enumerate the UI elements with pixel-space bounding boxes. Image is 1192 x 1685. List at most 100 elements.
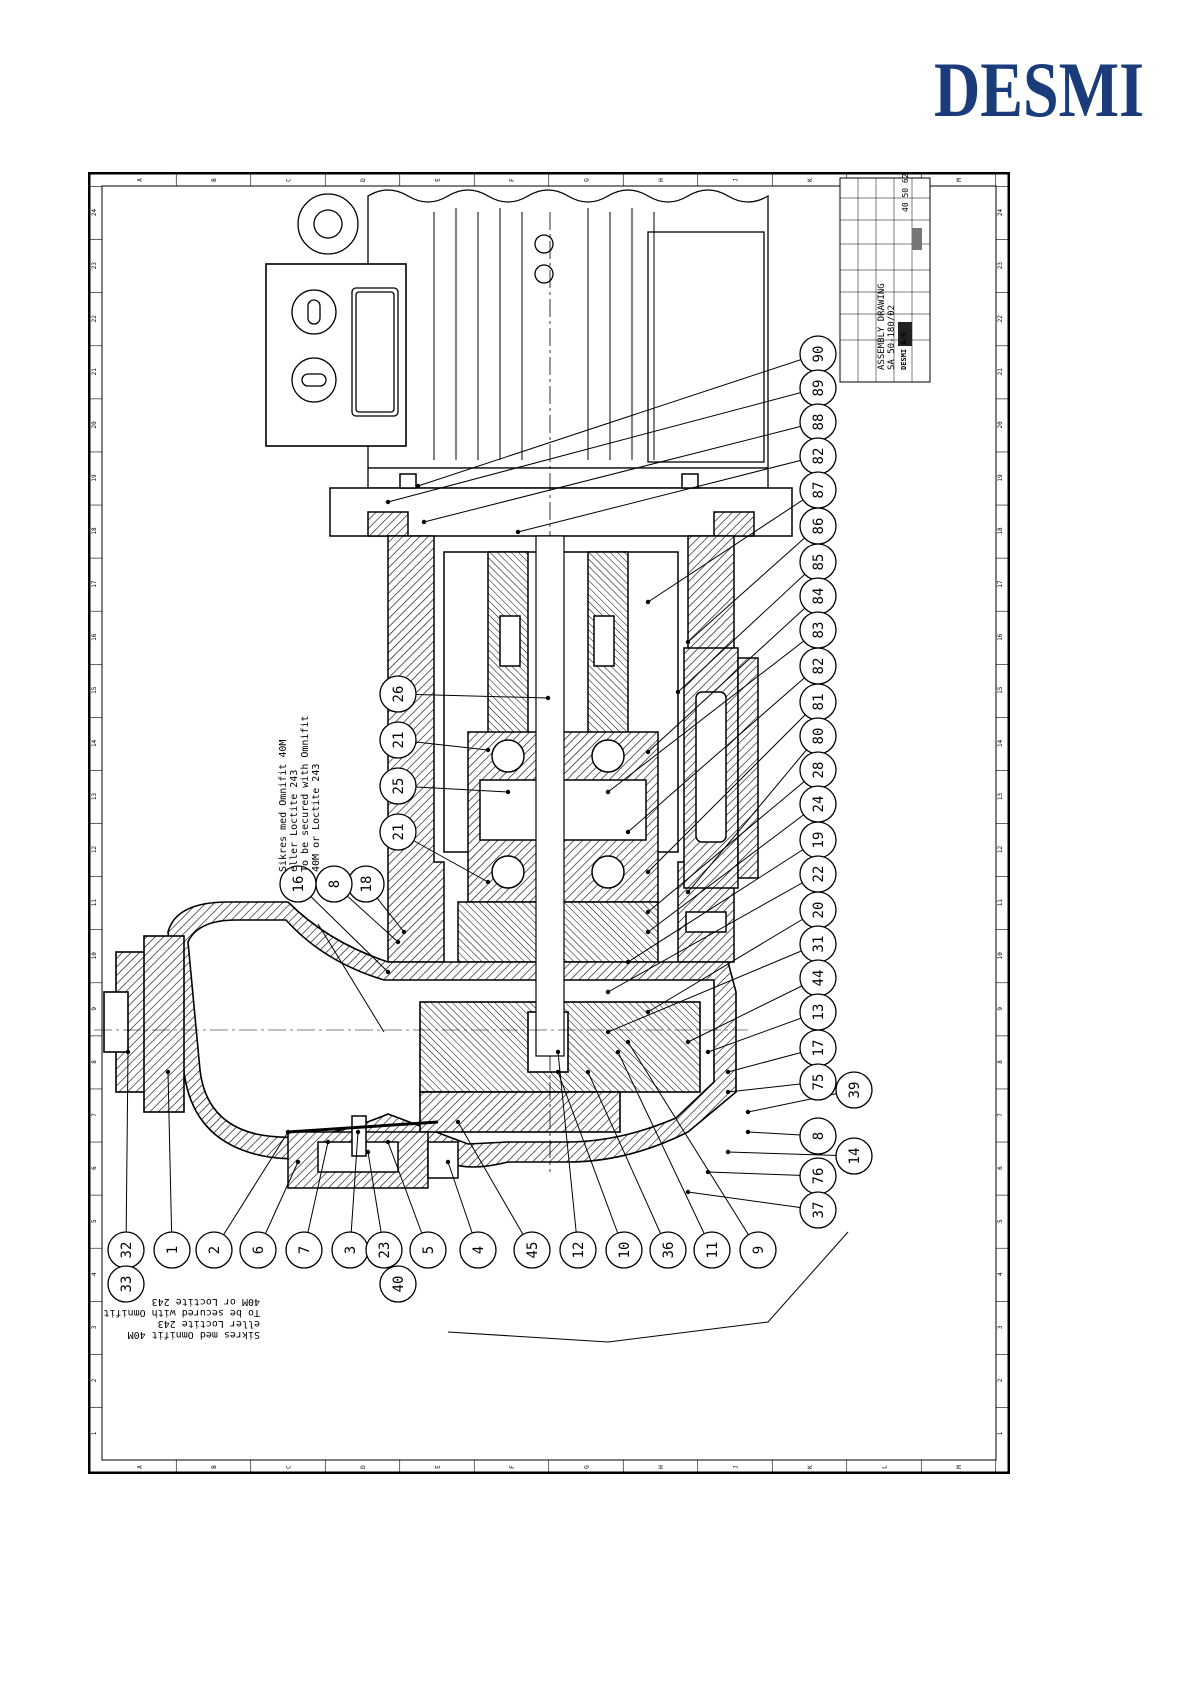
frame-number-right: 12 bbox=[997, 846, 1004, 854]
note-lower-line-2: eller Loctite 243 bbox=[158, 1318, 260, 1329]
frame-number-right: 20 bbox=[997, 421, 1004, 429]
note-upper-line-3: To be secured with Omnifit bbox=[300, 715, 311, 872]
frame-number-right: 14 bbox=[997, 739, 1004, 747]
balloon-label: 6 bbox=[251, 1246, 267, 1254]
balloon-label: 40 bbox=[391, 1276, 407, 1293]
leader-dot bbox=[285, 1129, 291, 1135]
balloon-circle bbox=[739, 1231, 777, 1269]
leader-line bbox=[517, 455, 819, 533]
balloon-circle bbox=[379, 721, 417, 759]
frame-letter-bottom: D bbox=[360, 1465, 367, 1469]
leader-dot bbox=[675, 689, 681, 695]
part-balloon: 7 bbox=[285, 1231, 323, 1269]
balloon-label: 22 bbox=[811, 866, 827, 883]
leader-dot bbox=[401, 929, 407, 935]
leader-line bbox=[457, 1121, 533, 1251]
leader-line bbox=[687, 525, 819, 643]
part-balloon: 88 bbox=[799, 403, 837, 441]
frame-number-left: 2 bbox=[91, 1378, 98, 1382]
frame-number-left: 13 bbox=[91, 792, 98, 800]
leader-line bbox=[557, 1051, 579, 1251]
leader-dot bbox=[745, 1129, 751, 1135]
leader-dot bbox=[615, 1049, 621, 1055]
part-balloon: 17 bbox=[799, 1029, 837, 1067]
frame-letter-bottom: H bbox=[658, 1465, 665, 1469]
frame-number-right: 13 bbox=[997, 792, 1004, 800]
frame-letter-top: E bbox=[434, 178, 441, 182]
shaft bbox=[535, 535, 565, 1057]
note-lower-line-1: Sikres med Omnifit 40M bbox=[128, 1329, 260, 1340]
balloon-label: 12 bbox=[571, 1242, 587, 1259]
note-upper-line-1: Sikres med Omnifit 40M bbox=[278, 740, 289, 872]
balloon-label: 83 bbox=[811, 622, 827, 639]
leader-dot bbox=[705, 1049, 711, 1055]
motor-body bbox=[367, 189, 769, 469]
part-balloon: 13 bbox=[799, 993, 837, 1031]
frame-letter-top: J bbox=[732, 178, 739, 182]
leader-dot bbox=[555, 1069, 561, 1075]
part-balloon: 75 bbox=[799, 1063, 837, 1101]
leader-line bbox=[607, 873, 819, 993]
note-lower-line-3: To be secured with Omnifit bbox=[103, 1307, 260, 1318]
balloon-circle bbox=[379, 675, 417, 713]
leader-line bbox=[417, 353, 819, 487]
frame-number-left: 24 bbox=[91, 209, 98, 217]
part-balloon: 80 bbox=[799, 717, 837, 755]
leader-dot bbox=[555, 1049, 561, 1055]
leader-dot bbox=[685, 889, 691, 895]
balloon-label: 80 bbox=[811, 728, 827, 745]
frame-number-left: 5 bbox=[91, 1219, 98, 1223]
part-balloon: 1 bbox=[153, 1231, 191, 1269]
discharge-branch bbox=[683, 647, 759, 933]
balloon-label: 31 bbox=[811, 936, 827, 953]
frame-letter-top: B bbox=[211, 178, 218, 182]
leader-dot bbox=[365, 1149, 371, 1155]
balloon-label: 16 bbox=[291, 876, 307, 893]
leader-line bbox=[627, 665, 819, 833]
balloon-label: 19 bbox=[811, 832, 827, 849]
part-balloon: 32 bbox=[107, 1231, 145, 1269]
balloon-label: 37 bbox=[811, 1202, 827, 1219]
frame-number-left: 8 bbox=[91, 1060, 98, 1064]
leader-dot bbox=[505, 789, 511, 795]
part-balloon: 20 bbox=[799, 891, 837, 929]
leader-dot bbox=[625, 959, 631, 965]
frame-letter-bottom: A bbox=[136, 1465, 143, 1469]
ball-bearing-bottom bbox=[491, 855, 525, 889]
leader-dot bbox=[745, 1109, 751, 1115]
desmi-logo: DESMI bbox=[934, 48, 1144, 128]
balloon-label: 90 bbox=[811, 346, 827, 363]
frame-letter-bottom: F bbox=[509, 1465, 516, 1469]
frame-letter-top: C bbox=[285, 178, 292, 182]
leader-dot bbox=[385, 1139, 391, 1145]
part-balloon: 4 bbox=[459, 1231, 497, 1269]
leader-dot bbox=[645, 1009, 651, 1015]
frame-number-left: 7 bbox=[91, 1113, 98, 1117]
part-balloon: 16 bbox=[279, 865, 317, 903]
frame-letter-top: K bbox=[807, 178, 814, 182]
part-balloon: 12 bbox=[559, 1231, 597, 1269]
frame-number-left: 22 bbox=[91, 315, 98, 323]
suction-cover bbox=[419, 1091, 621, 1133]
title-block-title: ASSEMBLY DRAWING bbox=[877, 283, 887, 370]
frame-letter-top: H bbox=[658, 178, 665, 182]
frame-number-left: 9 bbox=[91, 1007, 98, 1011]
motor-terminal-1 bbox=[534, 234, 554, 254]
frame-number-right: 17 bbox=[997, 580, 1004, 588]
part-balloon: 37 bbox=[799, 1191, 837, 1229]
pump-casing bbox=[167, 901, 737, 1168]
balloon-label: 7 bbox=[297, 1246, 313, 1254]
frame-number-left: 19 bbox=[91, 474, 98, 482]
frame-number-left: 17 bbox=[91, 580, 98, 588]
note-lower-line-4: 40M or Loctite 243 bbox=[152, 1296, 260, 1307]
frame-number-left: 14 bbox=[91, 739, 98, 747]
leader-line bbox=[647, 803, 819, 933]
leader-dot bbox=[725, 1069, 731, 1075]
leader-dot bbox=[515, 529, 521, 535]
part-balloon: 21 bbox=[379, 721, 417, 759]
balloon-label: 32 bbox=[119, 1242, 135, 1259]
frame-number-left: 16 bbox=[91, 633, 98, 641]
title-block-hatched-cell bbox=[912, 228, 922, 250]
part-balloon: 33 bbox=[107, 1265, 145, 1303]
leader-dot bbox=[385, 499, 391, 505]
